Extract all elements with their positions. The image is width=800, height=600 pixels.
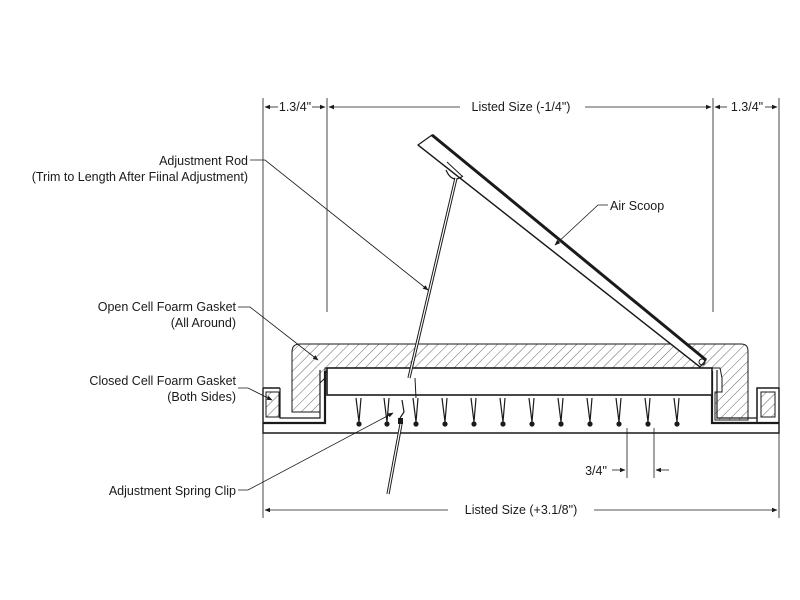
adjustment-rod-note: (Trim to Length After Fiinal Adjustment) <box>32 170 248 184</box>
louver-pitch-text: 3/4" <box>585 464 607 478</box>
open-cell-gasket-label: Open Cell Foarm Gasket <box>98 300 237 314</box>
extension-lines <box>262 98 780 518</box>
louver-pitch-dimension <box>612 428 669 478</box>
top-listed-size-dimension: Listed Size (-1/4") <box>472 100 571 114</box>
closed-cell-gasket-right <box>760 391 776 418</box>
adjustment-rod-label: Adjustment Rod <box>159 154 248 168</box>
spring-clip-label: Adjustment Spring Clip <box>109 484 236 498</box>
closed-cell-gasket-left <box>265 391 280 418</box>
air-scoop-label: Air Scoop <box>610 199 664 213</box>
open-cell-foam-gasket <box>291 343 749 421</box>
closed-cell-gasket-label: Closed Cell Foarm Gasket <box>89 374 236 388</box>
louvers <box>355 397 680 427</box>
closed-cell-gasket-note: (Both Sides) <box>167 390 236 404</box>
leader-lines <box>238 159 608 491</box>
open-cell-gasket-note: (All Around) <box>171 316 236 330</box>
bottom-listed-size-dimension: Listed Size (+3.1/8") <box>465 503 577 517</box>
adjustment-rod <box>407 177 458 399</box>
air-scoop <box>417 133 707 368</box>
damper-frame-bar <box>326 367 713 396</box>
adjustment-spring-clip <box>386 399 405 495</box>
right-margin-dimension: 1.3/4" <box>731 100 763 114</box>
left-margin-dimension: 1.3/4" <box>279 100 311 114</box>
